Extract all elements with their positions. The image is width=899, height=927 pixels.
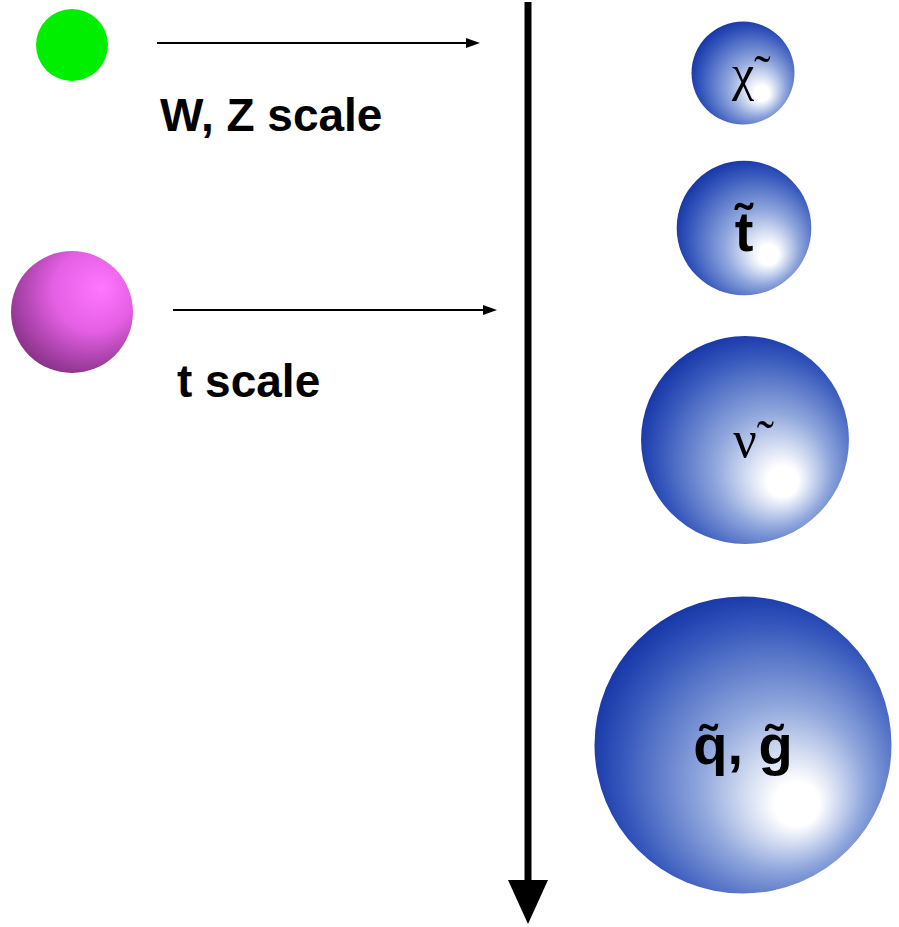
scale-label: W, Z scale [160, 92, 382, 138]
top-ball [11, 251, 133, 373]
sparticle-sphere: t̃ [676, 160, 812, 296]
sparticle-sphere: ν̃ [640, 335, 850, 545]
sparticle-symbol: ν̃ [733, 414, 757, 466]
scale-arrow [157, 42, 470, 44]
mass-axis [525, 2, 532, 885]
boson-ball [36, 9, 108, 81]
axis-head [508, 880, 548, 924]
arrow-head [466, 38, 480, 48]
sparticle-symbol: χ̃ [732, 48, 754, 98]
scale-label: t scale [177, 358, 320, 404]
sparticle-symbol: q̃, g̃ [693, 717, 793, 773]
scale-arrow [173, 309, 487, 311]
arrow-head [483, 305, 497, 315]
sparticle-symbol: t̃ [735, 204, 754, 260]
sparticle-sphere: χ̃ [691, 21, 795, 125]
sparticle-sphere: q̃, g̃ [593, 595, 893, 895]
